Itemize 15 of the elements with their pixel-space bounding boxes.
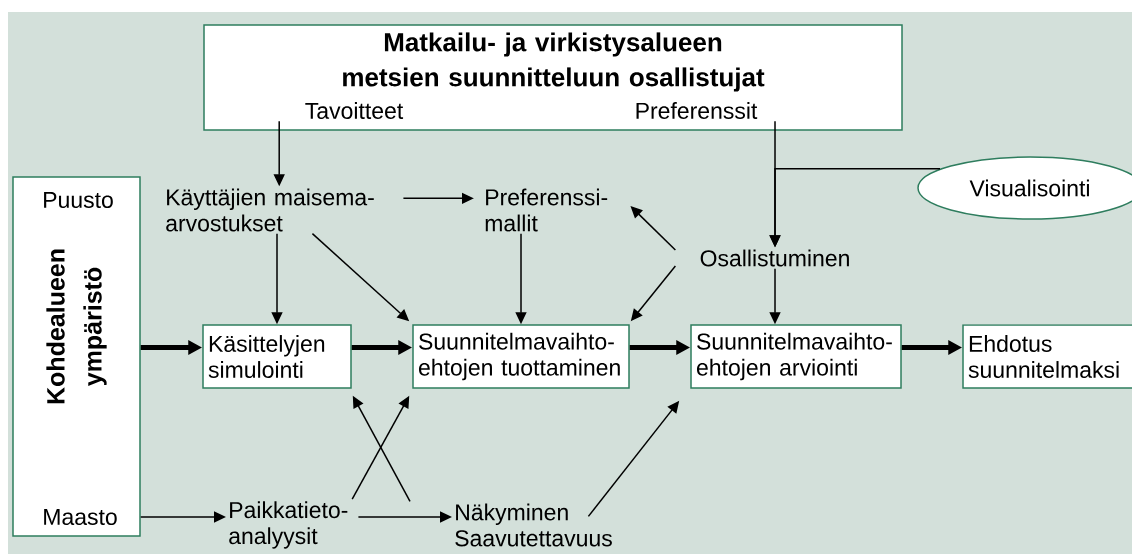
flow-label: Tavoitteet [305, 102, 404, 119]
flow-label: Osallistuminen [700, 249, 849, 267]
process-box: Ehdotus suunnitelmaksi [962, 324, 1132, 389]
flow-label: Preferenssi- mallit [485, 188, 608, 232]
panel-label: Maasto [44, 509, 117, 526]
panel-label: Puusto [44, 192, 113, 208]
flow-label: Näkyminen Saavutettavuus [455, 503, 612, 547]
flow-label: Preferenssit [636, 102, 758, 119]
arrow [630, 206, 677, 251]
process-box: Käsittelyjen simulointi [202, 324, 352, 389]
flow-label: Paikkatieto- analyysit [229, 501, 348, 549]
process-box: Suunnitelmavaihto- ehtojen arviointi [690, 324, 902, 389]
process-box: Suunnitelmavaihto- ehtojen tuottaminen [412, 324, 630, 389]
oval-node: Visualisointi [917, 156, 1132, 220]
flow-label: Käyttäjien maisema- arvostukset [166, 188, 374, 232]
